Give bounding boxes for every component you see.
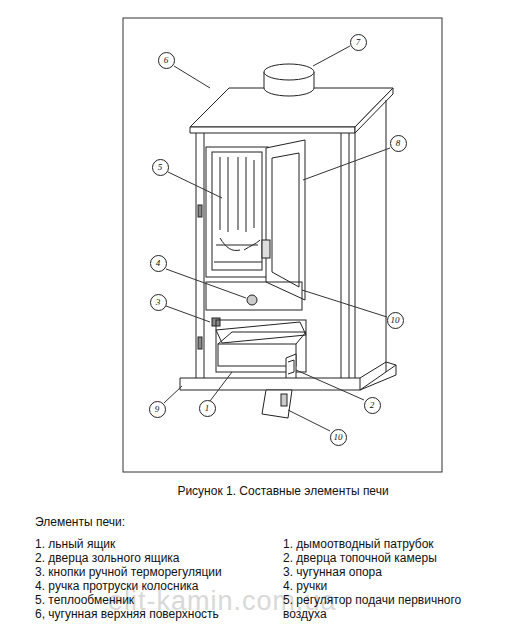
callout-text: 8 [396,139,401,148]
part-list-item: 3. чугунная опора [283,565,382,579]
callout-text: 7 [356,38,361,47]
part-list-item: 1. льный ящик [35,537,115,551]
callout-text: 4 [156,259,161,268]
callout-text: 3 [156,298,161,307]
part-list-item: 4. ручка протруски колосника [35,579,199,593]
part-list-item: 3. кнопки ручной терморегуляции [35,565,222,579]
part-list-item: 5. теплообменник [35,593,134,607]
figure-caption: Рисунок 1. Составные элементы печи [177,484,388,498]
callout-text: 10 [334,433,343,442]
callout-number: 5 [152,159,169,176]
part-list-item: 4. ручки [283,579,327,593]
callout-text: 1 [205,404,210,413]
part-list-item: 1. дымоотводный патрубок [283,537,434,551]
callout-text: 9 [155,405,160,414]
list-heading: Элементы печи: [35,515,125,529]
part-list-item: 6, чугунная верхняя поверхность [35,607,219,621]
part-list-item: 2. дверца зольного ящика [35,551,180,565]
callout-text: 2 [370,401,375,410]
part-list-item: 2. дверца топочной камеры [283,551,437,565]
callout-number: 1 [199,400,216,417]
callout-text: 5 [158,163,163,172]
callout-number: 2 [364,397,381,414]
callout-number: 8 [390,135,407,152]
callout-number: 6 [158,52,175,69]
part-list-item: 5. регулятор подачи первичного воздуха [283,593,498,621]
callout-text: 10 [391,316,400,325]
callout-text: 6 [164,56,169,65]
callout-number: 3 [150,294,167,311]
callout-number: 10 [330,429,347,446]
callout-number: 9 [149,401,166,418]
callout-number: 10 [387,312,404,329]
callout-number: 4 [150,255,167,272]
callout-number: 7 [350,34,367,51]
